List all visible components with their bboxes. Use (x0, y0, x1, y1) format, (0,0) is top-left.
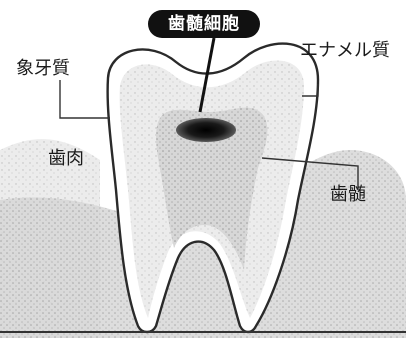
dentin-label: 象牙質 (16, 60, 70, 78)
dentin-leader (60, 80, 110, 118)
pulp-label: 歯髄 (330, 186, 366, 204)
enamel-label: エナメル質 (300, 42, 390, 60)
pulp-cells-callout: 歯髄細胞 (148, 10, 260, 38)
gum-label: 歯肉 (48, 150, 84, 168)
pulp-cell-cluster (176, 118, 236, 142)
